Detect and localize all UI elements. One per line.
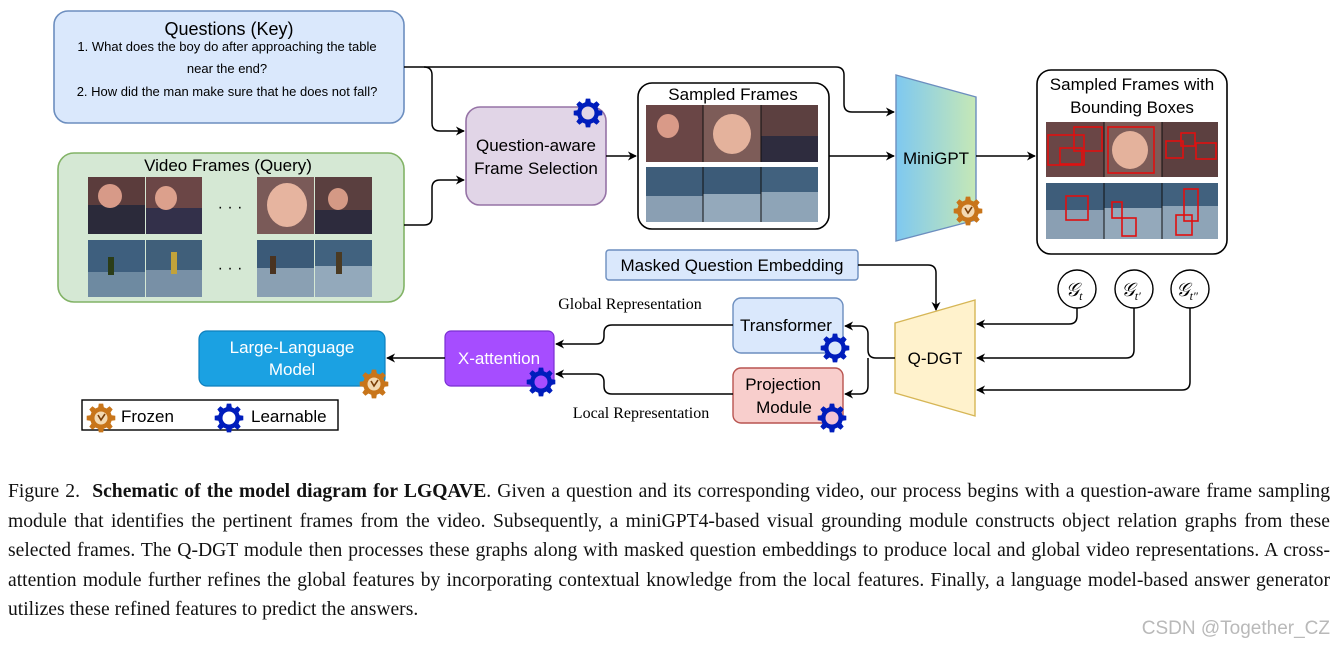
frame-selection-box: Question-aware Frame Selection — [465, 106, 607, 206]
graph-node-t-prime: 𝒢t′ — [1114, 269, 1154, 309]
question-1-line-1: 1. What does the boy do after approachin… — [77, 39, 376, 54]
graph-node-t-double-prime: 𝒢t″ — [1170, 269, 1210, 309]
frozen-gear-icon — [86, 403, 116, 433]
legend: Frozen Learnable — [81, 399, 339, 433]
qdgt-label: Q-DGT — [908, 349, 963, 368]
xattention-label: X-attention — [458, 349, 540, 368]
learnable-gear-icon — [820, 333, 850, 363]
video-ellipsis-top: · · · — [218, 199, 243, 216]
minigpt-label: MiniGPT — [903, 149, 969, 168]
question-1-line-2: near the end? — [187, 61, 267, 76]
connector-arrows — [386, 66, 1191, 399]
caption-prefix: Figure 2. — [8, 481, 80, 502]
projection-module-box: Projection Module — [732, 367, 844, 424]
masked-question-embedding-box: Masked Question Embedding — [605, 249, 859, 281]
masked-question-label: Masked Question Embedding — [620, 256, 843, 275]
minigpt-block: MiniGPT — [895, 74, 977, 242]
bbox-frames-title-line-1: Sampled Frames with — [1050, 75, 1214, 94]
llm-line-2: Model — [269, 360, 315, 379]
sampled-frames-title: Sampled Frames — [668, 85, 797, 104]
caption-bold-title: Schematic of the model diagram for LGQAV… — [92, 481, 487, 502]
local-representation-label: Local Representation — [573, 405, 709, 422]
learnable-gear-icon — [817, 403, 847, 433]
model-diagram: Questions (Key) 1. What does the boy do … — [53, 10, 1228, 433]
llm-line-1: Large-Language — [230, 338, 355, 357]
questions-title: Questions (Key) — [164, 19, 293, 39]
llm-box: Large-Language Model — [198, 330, 386, 387]
bbox-frames-box: Sampled Frames with Bounding Boxes — [1036, 69, 1228, 255]
frame-selection-line-1: Question-aware — [476, 136, 596, 155]
svg-text:𝒢t″: 𝒢t″ — [1176, 280, 1199, 303]
question-2: 2. How did the man make sure that he doe… — [77, 84, 378, 99]
frozen-gear-icon — [953, 196, 983, 226]
figure-caption: Figure 2. Schematic of the model diagram… — [8, 477, 1330, 625]
projection-line-2: Module — [756, 398, 812, 417]
svg-text:𝒢t: 𝒢t — [1066, 280, 1084, 303]
transformer-label: Transformer — [740, 316, 832, 335]
qdgt-block: Q-DGT — [894, 299, 976, 417]
bbox-frames-title-line-2: Bounding Boxes — [1070, 98, 1194, 117]
xattention-box: X-attention — [444, 330, 555, 387]
questions-box: Questions (Key) 1. What does the boy do … — [53, 10, 405, 124]
graph-node-t: 𝒢t — [1057, 269, 1097, 309]
legend-frozen-label: Frozen — [121, 407, 174, 426]
caption-text: . Given a question and its corresponding… — [8, 481, 1330, 620]
frame-selection-line-2: Frame Selection — [474, 159, 598, 178]
sampled-frames-box: Sampled Frames — [637, 82, 830, 230]
video-frame-thumbnails-top — [88, 177, 372, 234]
video-frames-title: Video Frames (Query) — [144, 156, 312, 175]
video-frames-box: Video Frames (Query) · · · — [57, 152, 405, 303]
learnable-gear-icon — [526, 367, 556, 397]
video-ellipsis-bottom: · · · — [218, 260, 243, 277]
global-representation-label: Global Representation — [558, 296, 702, 313]
legend-learnable-label: Learnable — [251, 407, 327, 426]
projection-line-1: Projection — [745, 375, 821, 394]
svg-text:𝒢t′: 𝒢t′ — [1121, 280, 1141, 303]
video-frame-thumbnails-bottom — [88, 240, 372, 297]
learnable-gear-icon — [214, 403, 244, 433]
frozen-gear-icon — [359, 369, 389, 399]
learnable-gear-icon — [573, 98, 603, 128]
watermark: CSDN @Together_CZ — [1141, 618, 1330, 639]
